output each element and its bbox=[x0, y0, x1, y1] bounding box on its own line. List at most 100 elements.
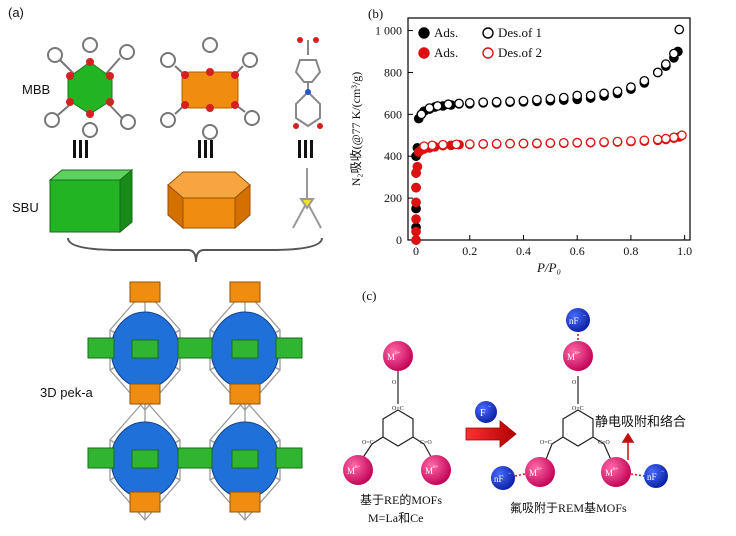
data-point bbox=[652, 134, 663, 145]
data-point bbox=[478, 139, 489, 149]
svg-text:n+: n+ bbox=[537, 467, 543, 472]
mbb-orange-cluster bbox=[160, 37, 260, 140]
data-point bbox=[416, 109, 427, 120]
fluoride-left: nF − bbox=[491, 466, 515, 490]
data-point bbox=[639, 75, 650, 86]
svg-text:O=C: O=C bbox=[392, 406, 404, 412]
data-point bbox=[639, 135, 650, 146]
data-point bbox=[419, 141, 429, 152]
fluoride-right: nF − bbox=[644, 464, 668, 488]
x-tick-label: 0.6 bbox=[570, 244, 585, 258]
x-tick-label: 0.4 bbox=[516, 244, 531, 258]
equivalence-symbols bbox=[73, 140, 313, 158]
legend-label: Ads. bbox=[434, 25, 458, 40]
y-axis-label: N₂吸收(@77 K/(cm³/g) bbox=[349, 72, 363, 186]
data-point bbox=[464, 139, 475, 149]
data-point bbox=[412, 161, 423, 172]
sbu-tripod bbox=[292, 168, 322, 229]
svg-text:−: − bbox=[488, 404, 492, 410]
panel-a-label: (a) bbox=[8, 5, 24, 20]
data-point bbox=[518, 138, 529, 149]
f-ion: F − bbox=[475, 401, 497, 423]
panel-c-label: (c) bbox=[362, 288, 377, 303]
svg-text:M: M bbox=[347, 466, 355, 476]
x-tick-label: 0.8 bbox=[623, 244, 638, 258]
data-point bbox=[424, 103, 435, 113]
left-metal-br: M n+ bbox=[421, 455, 451, 485]
svg-text:M: M bbox=[567, 352, 575, 362]
interaction-arrow bbox=[621, 432, 635, 460]
curly-brace bbox=[67, 237, 323, 263]
y-tick-label: 0 bbox=[396, 233, 402, 247]
sbu-green-cube bbox=[48, 168, 134, 234]
legend-marker bbox=[482, 27, 494, 39]
right-metal-top: M n+ bbox=[563, 341, 593, 371]
data-point bbox=[652, 67, 663, 78]
y-tick-label: 400 bbox=[384, 149, 402, 163]
data-point bbox=[411, 197, 421, 208]
data-point bbox=[585, 90, 596, 101]
data-point bbox=[411, 214, 421, 224]
sbu-orange-hexprism bbox=[167, 171, 251, 230]
svg-text:n+: n+ bbox=[613, 467, 619, 472]
svg-text:M: M bbox=[605, 468, 613, 478]
data-point bbox=[572, 90, 583, 101]
mbb-ligand bbox=[293, 37, 323, 129]
data-point bbox=[599, 88, 609, 99]
data-point bbox=[518, 95, 529, 106]
data-point bbox=[411, 226, 421, 237]
data-point bbox=[411, 182, 421, 193]
svg-text:F: F bbox=[480, 408, 486, 419]
svg-text:n+: n+ bbox=[395, 351, 401, 356]
svg-text:−: − bbox=[508, 471, 512, 477]
svg-text:O=C: O=C bbox=[540, 440, 552, 446]
left-metal-top: M n+ bbox=[383, 341, 413, 371]
y-tick-label: 1 000 bbox=[375, 24, 402, 38]
plot-frame bbox=[407, 17, 691, 241]
process-label: 静电吸附和络合 bbox=[595, 414, 686, 429]
data-point bbox=[612, 86, 623, 97]
data-point bbox=[626, 136, 636, 146]
pek-a-network bbox=[87, 281, 303, 521]
left-metal-bl: M n+ bbox=[343, 455, 373, 485]
sbu-label: SBU bbox=[12, 200, 39, 215]
data-point bbox=[626, 82, 636, 92]
x-tick-label: 1.0 bbox=[677, 244, 692, 258]
mbb-label: MBB bbox=[22, 82, 51, 97]
data-point bbox=[478, 97, 489, 108]
svg-text:n+: n+ bbox=[433, 465, 439, 470]
data-point bbox=[558, 92, 569, 103]
data-point bbox=[612, 136, 623, 147]
legend-label: Des.of 2 bbox=[498, 45, 542, 60]
panel-b-label: (b) bbox=[368, 6, 384, 21]
data-point bbox=[532, 94, 542, 105]
metal-symbol: M bbox=[387, 352, 395, 362]
x-axis-label: P/P₀ bbox=[536, 260, 561, 275]
legend-label: Des.of 1 bbox=[498, 25, 542, 40]
y-tick-label: 800 bbox=[384, 65, 402, 79]
data-point bbox=[545, 93, 556, 104]
data-point bbox=[532, 138, 542, 149]
data-point bbox=[505, 138, 515, 149]
legend-marker bbox=[418, 47, 430, 59]
svg-text:n+: n+ bbox=[575, 351, 581, 356]
svg-text:M: M bbox=[529, 468, 537, 478]
data-point bbox=[443, 99, 454, 110]
svg-text:nF: nF bbox=[569, 316, 579, 326]
x-tick-label: 0 bbox=[413, 244, 419, 258]
data-point bbox=[491, 96, 502, 107]
svg-text:C=O: C=O bbox=[420, 440, 432, 446]
y-tick-label: 600 bbox=[384, 107, 402, 121]
svg-text:M: M bbox=[425, 466, 433, 476]
svg-text:O: O bbox=[572, 380, 577, 386]
reaction-arrow bbox=[465, 420, 517, 448]
data-point bbox=[545, 138, 556, 148]
right-linker bbox=[544, 376, 613, 463]
svg-text:−: − bbox=[583, 313, 587, 319]
data-point bbox=[669, 48, 679, 59]
mbb-green-cluster bbox=[44, 37, 136, 138]
